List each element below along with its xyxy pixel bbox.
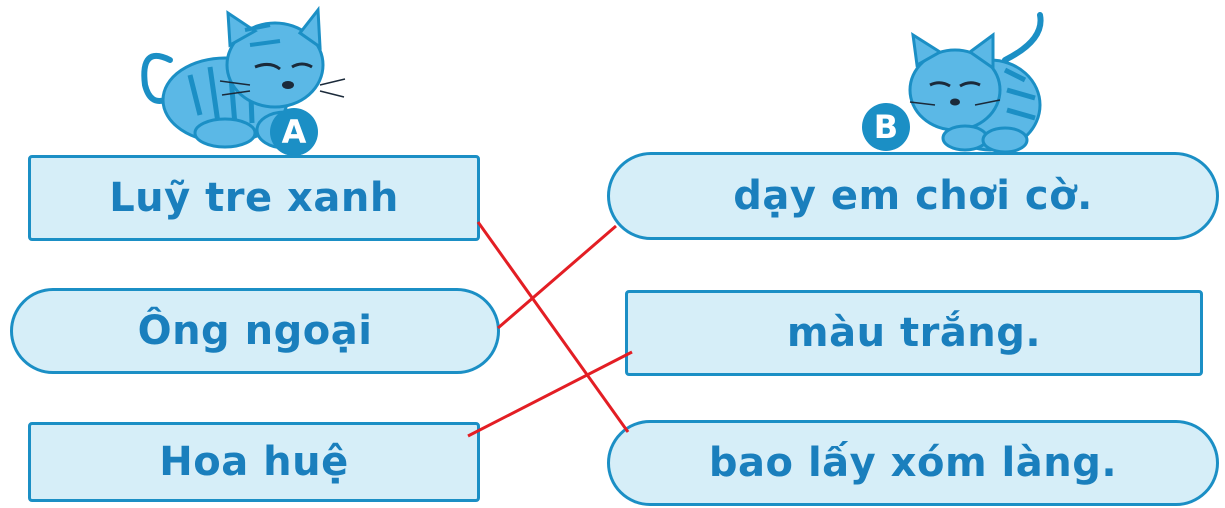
column-a-badge: A [270, 108, 318, 156]
column-b-item-3[interactable]: bao lấy xóm làng. [607, 420, 1219, 506]
column-b-item-3-label: bao lấy xóm làng. [709, 440, 1117, 486]
column-a-item-3[interactable]: Hoa huệ [28, 422, 480, 502]
column-a-item-2-label: Ông ngoại [138, 308, 373, 354]
match-line-2 [498, 226, 616, 328]
column-b-item-1[interactable]: dạy em chơi cờ. [607, 152, 1219, 240]
column-a-item-2[interactable]: Ông ngoại [10, 288, 500, 374]
match-line-1 [478, 222, 628, 432]
cat-b-illustration [895, 10, 1055, 155]
column-a-item-1[interactable]: Luỹ tre xanh [28, 155, 480, 241]
column-b-badge: B [862, 103, 910, 151]
column-a-item-3-label: Hoa huệ [159, 439, 348, 485]
match-line-3 [468, 352, 632, 436]
column-b-item-2-label: màu trắng. [787, 310, 1041, 356]
column-b-item-2[interactable]: màu trắng. [625, 290, 1203, 376]
column-a-item-1-label: Luỹ tre xanh [109, 175, 399, 221]
column-b-item-1-label: dạy em chơi cờ. [733, 173, 1093, 219]
